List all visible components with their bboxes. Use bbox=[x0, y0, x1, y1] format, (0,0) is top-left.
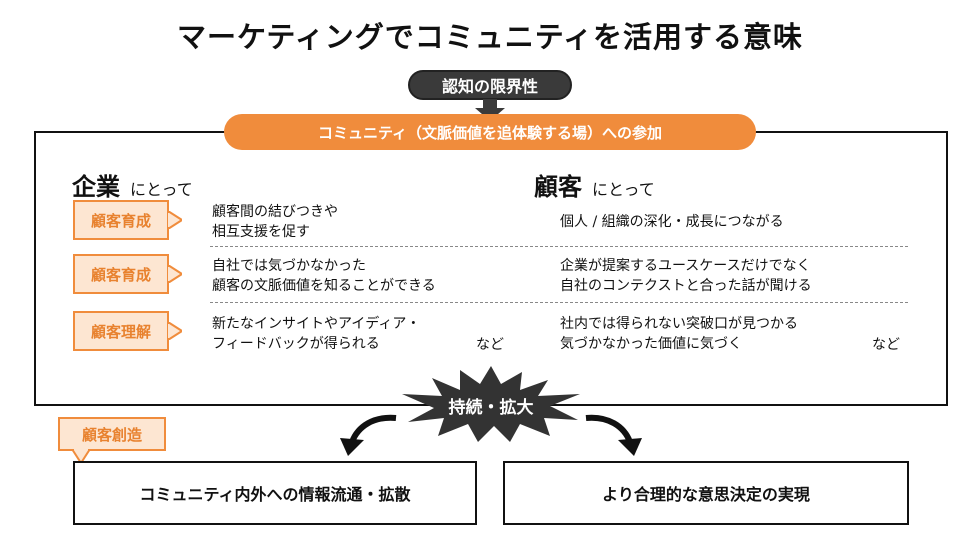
benefits-panel bbox=[34, 131, 948, 406]
text-line: 新たなインサイトやアイディア・ bbox=[212, 316, 421, 332]
customer-benefit-2: 企業が提案するユースケースだけでなく 自社のコンテクストと合った話が聞ける bbox=[560, 256, 812, 296]
text-line: 自社のコンテクストと合った話が聞ける bbox=[560, 278, 812, 294]
text-line: 社内では得られない突破口が見つかる bbox=[560, 316, 798, 332]
company-benefit-1: 顧客間の結びつきや 相互支援を促す bbox=[212, 202, 338, 242]
badge-pointer-icon bbox=[168, 265, 182, 283]
down-arrow-icon bbox=[475, 99, 505, 121]
sustain-expand-label: 持続・拡大 bbox=[448, 398, 534, 418]
badge-pointer-down-icon bbox=[72, 449, 90, 463]
customer-creation-badge: 顧客創造 bbox=[58, 417, 166, 451]
participation-label: コミュニティ（文脈価値を追体験する場）への参加 bbox=[317, 123, 663, 142]
company-benefit-3: 新たなインサイトやアイディア・ フィードバックが得られる bbox=[212, 314, 420, 354]
starburst-icon bbox=[402, 366, 580, 442]
result-label: コミュニティ内外への情報流通・拡散 bbox=[139, 485, 411, 504]
result-label: より合理的な意思決定の実現 bbox=[602, 485, 810, 504]
text-line: 自社では気づかなかった bbox=[212, 258, 366, 274]
customer-sub: にとって bbox=[592, 180, 655, 199]
badge-row-3: 顧客理解 bbox=[73, 311, 169, 351]
company-column-header: 企業にとって bbox=[72, 167, 193, 202]
row-divider bbox=[210, 302, 908, 303]
company-head: 企業 bbox=[72, 173, 120, 201]
cognitive-limit-tag: 認知の限界性 bbox=[408, 70, 572, 100]
text-line: 気づかなかった価値に気づく bbox=[560, 336, 742, 352]
text-line: 個人 / 組織の深化・成長につながる bbox=[560, 214, 784, 230]
text-line: 顧客間の結びつきや bbox=[212, 204, 338, 220]
creation-label: 顧客創造 bbox=[81, 425, 142, 444]
etc-label-customer: など bbox=[872, 337, 900, 353]
badge-label: 顧客育成 bbox=[90, 265, 151, 284]
customer-benefit-3: 社内では得られない突破口が見つかる 気づかなかった価値に気づく bbox=[560, 314, 798, 354]
customer-head: 顧客 bbox=[534, 173, 582, 201]
text-line: 顧客の文脈価値を知ることができる bbox=[212, 278, 436, 294]
customer-column-header: 顧客にとって bbox=[534, 167, 655, 202]
row-divider bbox=[210, 246, 908, 247]
company-benefit-2: 自社では気づかなかった 顧客の文脈価値を知ることができる bbox=[212, 256, 436, 296]
result-box-information-flow: コミュニティ内外への情報流通・拡散 bbox=[73, 461, 477, 525]
text-line: 相互支援を促す bbox=[212, 224, 310, 240]
customer-benefit-1: 個人 / 組織の深化・成長につながる bbox=[560, 212, 784, 232]
company-sub: にとって bbox=[130, 180, 193, 199]
cognitive-limit-label: 認知の限界性 bbox=[441, 77, 538, 96]
badge-label: 顧客理解 bbox=[90, 322, 151, 341]
badge-row-2: 顧客育成 bbox=[73, 254, 169, 294]
curved-arrow-left-icon bbox=[340, 414, 397, 456]
text-line: フィードバックが得られる bbox=[212, 336, 380, 352]
badge-row-1: 顧客育成 bbox=[73, 200, 169, 240]
etc-label-company: など bbox=[476, 337, 504, 353]
text-line: 企業が提案するユースケースだけでなく bbox=[560, 258, 811, 274]
badge-label: 顧客育成 bbox=[90, 211, 151, 230]
page-title: マーケティングでコミュニティを活用する意味 bbox=[177, 20, 803, 54]
badge-pointer-icon bbox=[168, 322, 182, 340]
result-box-decision-making: より合理的な意思決定の実現 bbox=[503, 461, 909, 525]
curved-arrow-right-icon bbox=[585, 414, 642, 456]
participation-pill: コミュニティ（文脈価値を追体験する場）への参加 bbox=[224, 114, 756, 150]
badge-pointer-icon bbox=[168, 211, 182, 229]
